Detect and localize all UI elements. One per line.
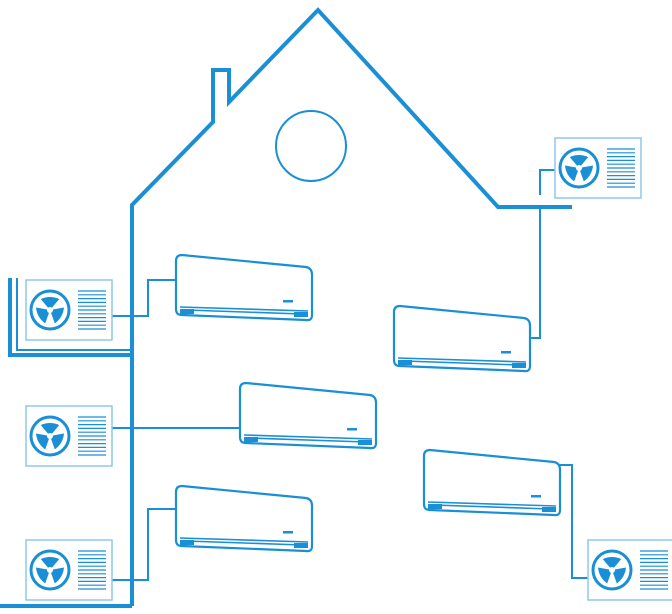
indoor-unit-vent-right: [294, 543, 308, 548]
indoor-unit-vent: [427, 501, 557, 510]
fan-blade: [602, 557, 622, 570]
house-walls-and-roof: [130, 7, 572, 606]
fan-blade: [40, 423, 60, 436]
indoor-unit-vent-right: [294, 312, 308, 317]
indoor-unit-logo: [283, 531, 293, 534]
indoor-unit-logo: [347, 428, 357, 431]
indoor-unit-vent: [243, 434, 373, 443]
indoor-unit-vent-left: [180, 309, 194, 314]
indoor-unit-logo: [531, 495, 541, 498]
outdoor-unit: [554, 137, 642, 199]
fan-blade: [612, 567, 626, 584]
house-outline: [0, 7, 572, 608]
fan-blade: [36, 307, 50, 324]
indoor-unit-body: [422, 448, 562, 517]
indoor-unit-vent: [397, 357, 527, 366]
indoor-unit-vent-left: [428, 504, 442, 509]
outdoor-units: [25, 137, 672, 601]
fan-blade: [36, 433, 50, 450]
house-left-ledge-inner: [16, 278, 132, 351]
fan-blade: [579, 165, 593, 182]
fan-blade: [40, 557, 60, 570]
wall-mounted-ac-icon: [174, 253, 314, 322]
indoor-unit-body: [392, 304, 532, 373]
fan-blade: [36, 567, 50, 584]
fan-icon: [29, 549, 71, 591]
fan-icon: [558, 147, 600, 189]
round-attic-window: [275, 110, 347, 182]
fan-icon: [29, 415, 71, 457]
indoor-unit-vent-right: [542, 507, 556, 512]
wall-mounted-ac-icon: [422, 448, 562, 517]
pipe-4: [527, 169, 556, 339]
indoor-unit-vent-left: [398, 360, 412, 365]
fan-icon: [29, 289, 71, 331]
indoor-unit-vent-left: [244, 437, 258, 442]
indoor-unit-body: [238, 381, 378, 450]
indoor-unit-vent: [179, 537, 309, 546]
wall-mounted-ac-icon: [238, 381, 378, 450]
fan-hub: [609, 567, 615, 573]
fan-blade: [569, 155, 589, 168]
fan-hub: [47, 567, 53, 573]
pipe-3: [112, 508, 177, 581]
fan-blade: [565, 165, 579, 182]
indoor-unit-logo: [501, 351, 511, 354]
indoor-units: [174, 253, 562, 553]
fan-blade: [50, 307, 64, 324]
fan-blade: [50, 433, 64, 450]
outdoor-unit: [587, 539, 672, 601]
indoor-unit-vent-right: [512, 363, 526, 368]
indoor-unit-logo: [283, 300, 293, 303]
outdoor-unit: [25, 539, 113, 601]
fan-blade: [598, 567, 612, 584]
indoor-unit-body: [174, 253, 314, 322]
wall-mounted-ac-icon: [392, 304, 532, 373]
refrigerant-pipes: [112, 169, 588, 581]
indoor-unit-vent-left: [180, 540, 194, 545]
wall-mounted-ac-icon: [174, 484, 314, 553]
fan-blade: [50, 567, 64, 584]
fan-hub: [576, 165, 582, 171]
indoor-unit-vent-right: [358, 440, 372, 445]
indoor-unit-vent: [179, 306, 309, 315]
fan-hub: [47, 433, 53, 439]
indoor-unit-body: [174, 484, 314, 553]
fan-hub: [47, 307, 53, 313]
outdoor-unit: [25, 279, 113, 341]
pipe-1: [112, 279, 177, 317]
house-left-ledge: [8, 278, 132, 357]
outdoor-unit: [25, 405, 113, 467]
fan-blade: [40, 297, 60, 310]
pipe-5: [555, 464, 588, 579]
fan-icon: [591, 549, 633, 591]
